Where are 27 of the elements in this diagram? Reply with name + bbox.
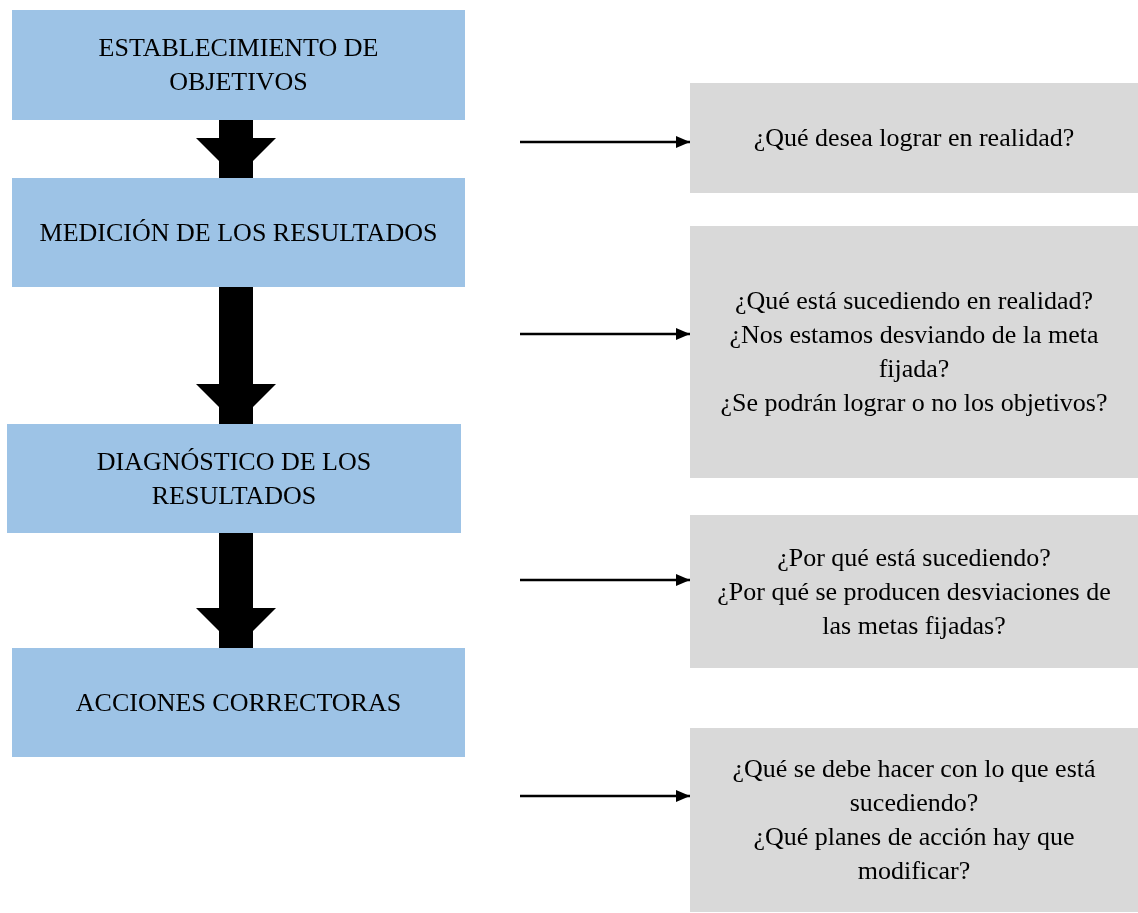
node-text: MEDICIÓN DE LOS RESULTADOS — [39, 216, 438, 249]
block-arrow — [196, 533, 276, 648]
process-box — [12, 10, 465, 120]
node-text: ¿Qué está sucediendo en realidad? — [734, 285, 1093, 317]
node-text: DIAGNÓSTICO DE LOS RESULTADOS — [95, 445, 373, 512]
node-text: ¿Nos estamos desviando de la meta fijada? — [728, 319, 1100, 385]
arrow — [520, 328, 690, 340]
node-text: ESTABLECIMIENTO DE OBJETIVOS — [97, 32, 380, 98]
arrow — [520, 574, 690, 586]
block-arrow — [196, 120, 276, 178]
node-text: ¿Qué planes de acción hay que modificar? — [752, 821, 1076, 887]
process-box — [7, 424, 461, 533]
node-text: ¿Por qué se producen desviaciones de las metas fijadas? — [716, 575, 1112, 642]
question-box — [690, 728, 1138, 912]
node-text: ACCIONES CORRECTORAS — [75, 686, 402, 719]
arrow — [520, 136, 690, 148]
question-box — [690, 515, 1138, 668]
node-text: ¿Por qué está sucediendo? — [777, 541, 1051, 574]
node-text: ¿Qué desea lograr en realidad? — [753, 122, 1075, 154]
node-text: ¿Se podrán lograr o no los objetivos? — [720, 387, 1108, 419]
process-box — [12, 648, 465, 757]
process-box — [12, 178, 465, 287]
arrow — [520, 790, 690, 802]
question-box — [690, 83, 1138, 193]
block-arrow — [196, 287, 276, 424]
question-box — [690, 226, 1138, 478]
node-text: ¿Qué se debe hacer con lo que está sucediendo? — [731, 753, 1097, 819]
